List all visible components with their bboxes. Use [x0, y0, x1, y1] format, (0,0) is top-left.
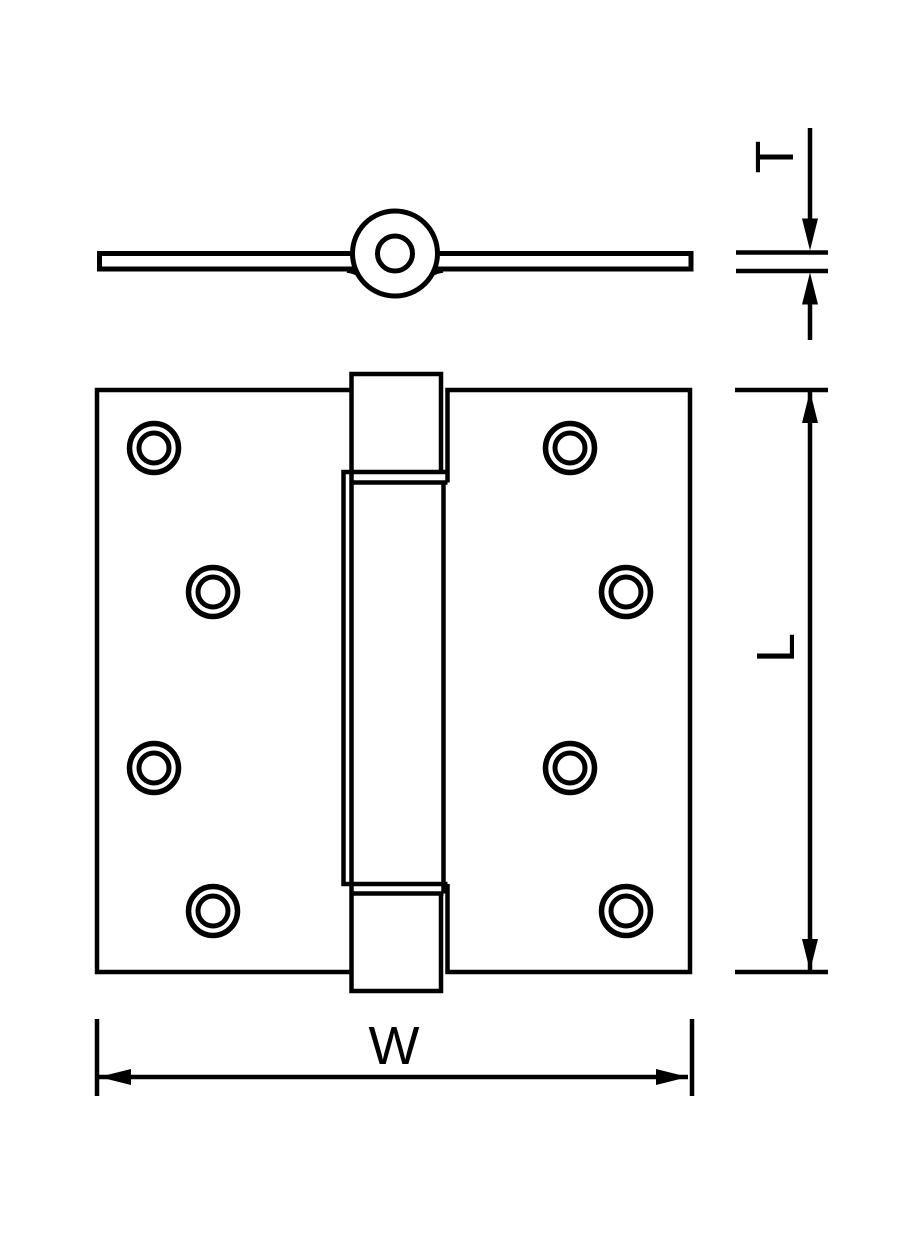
width-dim-arrow-left-icon: [99, 1069, 131, 1085]
screw-hole-outer-ring: [185, 883, 241, 939]
hinge-front-view: [94, 371, 693, 994]
screw-hole-inner-ring: [552, 750, 588, 786]
screw-hole-inner-ring: [608, 574, 644, 610]
drawing-root: T: [94, 128, 828, 1096]
screw-hole-outer-ring: [542, 420, 598, 476]
screw-hole-inner-ring: [136, 750, 172, 786]
screw-hole-inner-ring: [608, 893, 644, 929]
thickness-dim-arrow-up-icon: [802, 272, 818, 305]
screw-hole-right-3: [542, 740, 598, 796]
screw-hole-outer-ring: [126, 740, 182, 796]
length-dim-arrow-down-icon: [802, 939, 818, 971]
screw-hole-outer-ring: [598, 883, 654, 939]
screw-hole-right-2: [598, 564, 654, 620]
screw-hole-left-2: [185, 564, 241, 620]
width-label: W: [369, 1016, 420, 1076]
screw-hole-outer-ring: [542, 740, 598, 796]
screw-hole-left-3: [126, 740, 182, 796]
screw-hole-right-1: [542, 420, 598, 476]
screw-hole-left-1: [126, 420, 182, 476]
length-label: L: [746, 633, 806, 663]
thickness-dimension: T: [736, 128, 828, 340]
length-dim-arrow-up-icon: [802, 391, 818, 423]
knuckle-pin-hole-circle: [375, 233, 415, 274]
screw-hole-outer-ring: [126, 420, 182, 476]
screw-hole-outer-ring: [598, 564, 654, 620]
length-dimension: L: [735, 387, 828, 975]
barrel-column-outline: [349, 371, 444, 994]
screw-hole-inner-ring: [552, 430, 588, 466]
screw-hole-right-4: [598, 883, 654, 939]
thickness-dim-arrow-down-icon: [802, 218, 818, 251]
left-leaf-outline: [94, 387, 352, 975]
screw-hole-inner-ring: [195, 893, 231, 929]
width-dim-arrow-right-icon: [656, 1069, 688, 1085]
screw-hole-inner-ring: [195, 574, 231, 610]
right-leaf-outline: [445, 387, 693, 975]
width-dimension: W: [94, 1016, 695, 1096]
screw-hole-inner-ring: [136, 430, 172, 466]
thickness-label: T: [745, 141, 805, 174]
screw-hole-outer-ring: [185, 564, 241, 620]
screw-hole-left-4: [185, 883, 241, 939]
hinge-profile-view: [97, 208, 694, 299]
spring-housing-outer-outline: [341, 469, 448, 887]
